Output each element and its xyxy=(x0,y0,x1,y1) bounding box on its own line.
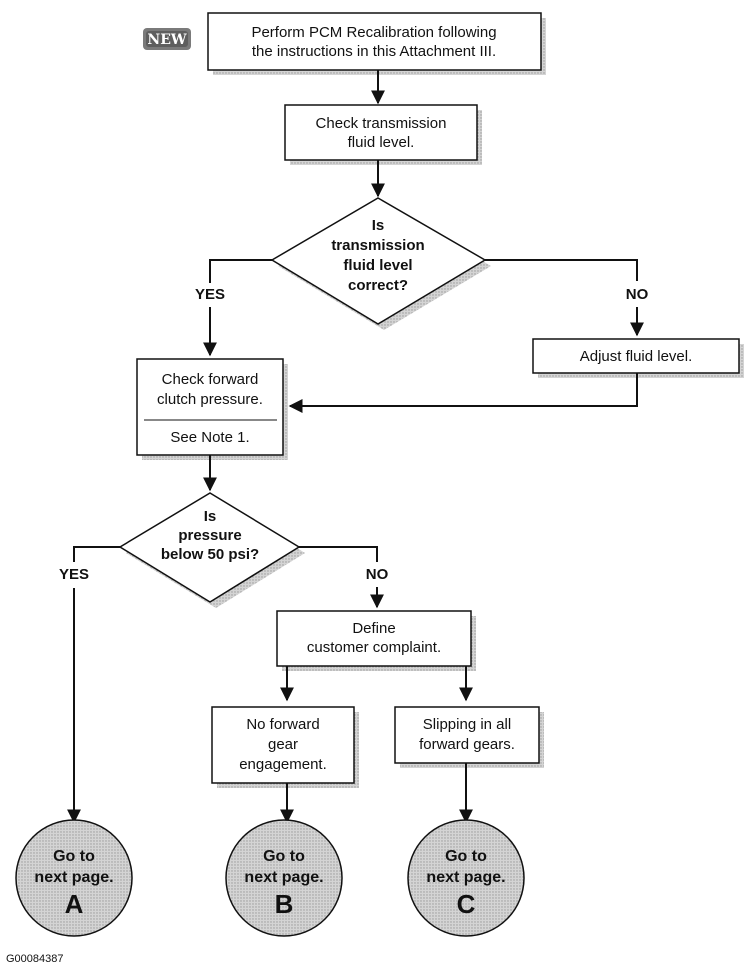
fluid-decision-line-4: correct? xyxy=(348,277,408,294)
check-pressure-line-1: Check forward xyxy=(162,371,259,388)
define-complaint-line-2: customer complaint. xyxy=(307,639,441,656)
arrow-adjust-to-check-pressure xyxy=(288,373,638,413)
figure-code: G00084387 xyxy=(6,953,64,965)
connector-c-letter: C xyxy=(457,889,476,919)
pressure-yes-line xyxy=(73,546,120,562)
pressure-decision-line-2: pressure xyxy=(178,527,241,544)
check-pressure-box: Check forward clutch pressure. See Note … xyxy=(136,358,288,460)
check-pressure-note: See Note 1. xyxy=(170,429,249,446)
connector-b-line-2: next page. xyxy=(244,869,323,886)
adjust-fluid-box: Adjust fluid level. xyxy=(532,338,744,378)
check-fluid-box: Check transmission fluid level. xyxy=(284,104,482,165)
fluid-yes-label: YES xyxy=(195,286,225,303)
fluid-decision-line-3: fluid level xyxy=(343,257,412,274)
no-forward-line-1: No forward xyxy=(246,716,319,733)
recalibrate-box: Perform PCM Recalibration following the … xyxy=(207,12,546,75)
connector-a-letter: A xyxy=(65,889,84,919)
new-badge: NEW xyxy=(143,28,191,50)
no-forward-line-3: engagement. xyxy=(239,756,327,773)
check-fluid-line-1: Check transmission xyxy=(316,115,447,132)
pressure-no-label: NO xyxy=(366,566,389,583)
connector-c-line-2: next page. xyxy=(426,869,505,886)
pressure-no-line xyxy=(299,546,378,562)
connector-c-line-1: Go to xyxy=(445,848,487,865)
connector-a-line-2: next page. xyxy=(34,869,113,886)
connector-b-line-1: Go to xyxy=(263,848,305,865)
fluid-level-decision: Is transmission fluid level correct? xyxy=(270,197,491,330)
no-forward-box: No forward gear engagement. xyxy=(211,706,359,788)
recalibrate-line-1: Perform PCM Recalibration following xyxy=(251,24,496,41)
check-fluid-line-2: fluid level. xyxy=(348,134,415,151)
no-forward-line-2: gear xyxy=(268,736,298,753)
new-badge-label: NEW xyxy=(147,32,186,48)
slipping-line-2: forward gears. xyxy=(419,736,515,753)
pressure-yes-label: YES xyxy=(59,566,89,583)
pressure-decision-line-1: Is xyxy=(204,508,217,525)
fluid-decision-line-1: Is xyxy=(372,217,385,234)
fluid-yes-line xyxy=(209,259,272,283)
pressure-decision: Is pressure below 50 psi? xyxy=(118,492,305,608)
adjust-fluid-label: Adjust fluid level. xyxy=(580,348,693,365)
connector-a: Go to next page. A xyxy=(15,819,133,937)
connector-b-letter: B xyxy=(275,889,294,919)
slipping-box: Slipping in all forward gears. xyxy=(394,706,544,768)
connector-b: Go to next page. B xyxy=(225,819,343,937)
connector-a-line-1: Go to xyxy=(53,848,95,865)
fluid-decision-line-2: transmission xyxy=(331,237,424,254)
pressure-decision-line-3: below 50 psi? xyxy=(161,546,259,563)
fluid-no-line xyxy=(485,259,638,281)
slipping-line-1: Slipping in all xyxy=(423,716,511,733)
define-complaint-line-1: Define xyxy=(352,620,395,637)
check-pressure-line-2: clutch pressure. xyxy=(157,391,263,408)
define-complaint-box: Define customer complaint. xyxy=(276,610,476,671)
fluid-no-label: NO xyxy=(626,286,649,303)
connector-c: Go to next page. C xyxy=(407,819,525,937)
recalibrate-line-2: the instructions in this Attachment III. xyxy=(252,43,496,60)
